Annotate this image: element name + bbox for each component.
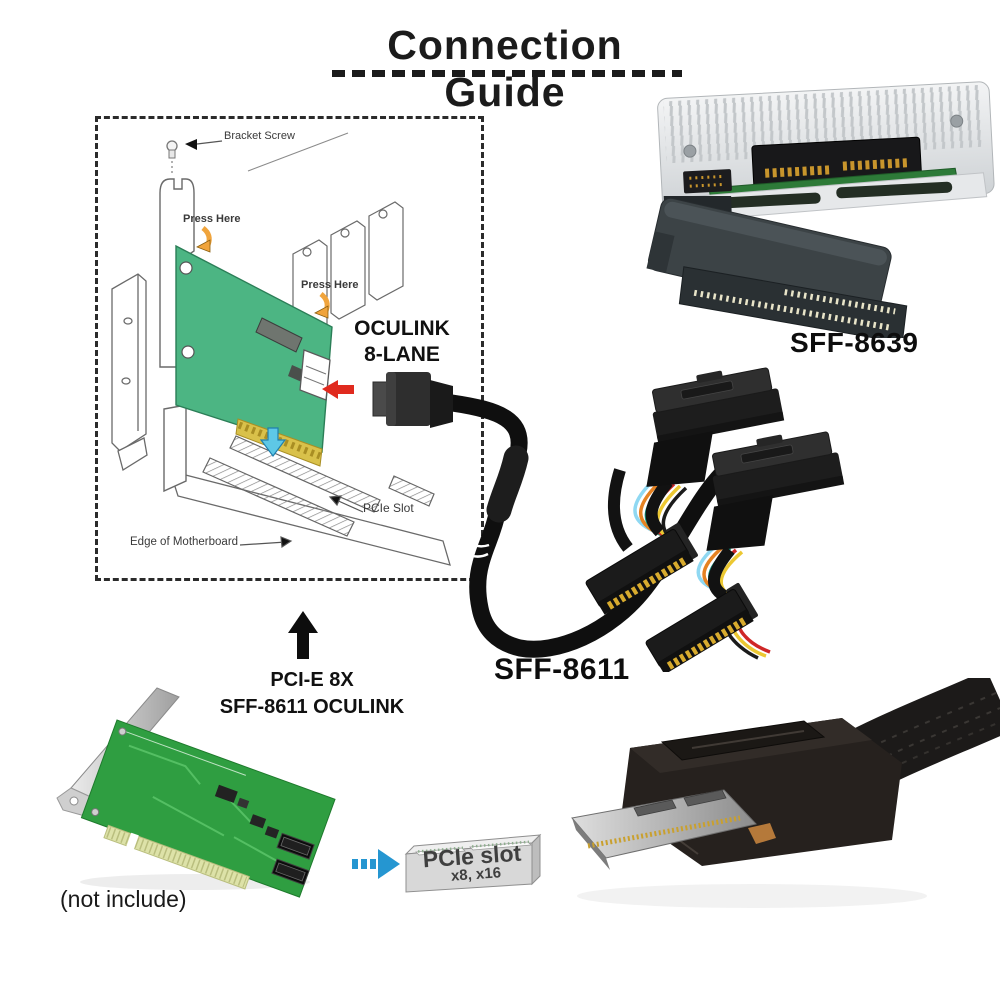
card-pcb (80, 719, 336, 898)
press-here-arrow-icon-top (196, 226, 212, 253)
sff8639-pin-row-lower (693, 289, 890, 331)
sff8639-connector-photo (646, 196, 908, 338)
card-insert-arrow-icon (259, 427, 287, 457)
press-here-label-right: Press Here (301, 279, 359, 291)
sata-power-connector-1 (583, 522, 699, 614)
sff8639-connector-2 (686, 423, 854, 558)
pcie-adapter-card-photo (56, 687, 336, 898)
closeup-metal-tip (571, 789, 776, 870)
press-here-arrow-icon-right (314, 292, 330, 319)
sff8611-label: SFF-8611 (494, 653, 630, 686)
pcie-slot-label: PCIe Slot (363, 501, 414, 515)
oculink-callout-line2: 8-LANE (364, 343, 440, 366)
pcie-slots-drawing (202, 435, 435, 537)
sff8639-pin-row-upper (784, 289, 896, 315)
rear-bracket-cluster (247, 132, 404, 339)
title-underline-dashes (332, 70, 682, 77)
edge-of-motherboard-label: Edge of Motherboard (130, 536, 239, 548)
installation-diagram-box (95, 116, 484, 581)
adapter-callout: PCI-E 8X SFF-8611 OCULINK (192, 667, 432, 721)
sff8639-label: SFF-8639 (790, 327, 919, 358)
cable-twist-mark (463, 539, 490, 558)
oculink-plug (372, 372, 453, 428)
oculink-pointer-arrow-icon (322, 380, 354, 399)
bracket-screw-icon (166, 140, 178, 176)
ssd-side-pin-block (683, 169, 732, 194)
oculink-callout-line1: OCULINK (354, 317, 450, 340)
sff8611-cable-assembly-photo (560, 359, 854, 672)
blue-right-arrow-icon (352, 849, 400, 879)
slot-openings (415, 840, 532, 856)
adapter-callout-line2: SFF-8611 OCULINK (219, 696, 405, 718)
installation-diagram-lineart (111, 132, 451, 566)
pcie-slot-illustration (404, 833, 542, 893)
up-arrow-icon (288, 611, 318, 659)
press-here-label-top: Press Here (183, 213, 241, 225)
page-title: Connection Guide (387, 22, 623, 115)
adapter-card-drawing (175, 244, 333, 467)
bracket-screw-pointer-icon (185, 139, 223, 150)
card-edge-connector (103, 824, 251, 890)
bracket-screw-label: Bracket Screw (224, 130, 295, 142)
sata-power-connector-2 (643, 582, 759, 672)
wire-bundle-1 (607, 468, 688, 552)
adapter-callout-line1: PCI-E 8X (270, 669, 354, 691)
oculink-connector-closeup-photo (571, 678, 1000, 908)
oculink-8lane-callout: OCULINK 8-LANE (342, 316, 462, 368)
u2-ssd-photo (657, 81, 995, 220)
chassis-bracket (111, 273, 148, 472)
not-include-label: (not include) (60, 886, 187, 912)
closeup-gold-pins (587, 815, 741, 849)
card-oculink-ports (271, 832, 315, 886)
label-pointer-lines (239, 495, 364, 549)
